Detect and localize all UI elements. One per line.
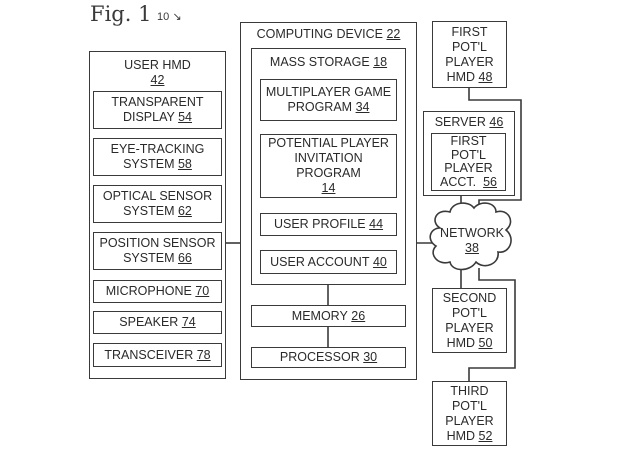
- server-title: SERVER 46: [434, 115, 504, 129]
- speaker-box: SPEAKER 74: [93, 311, 222, 334]
- memory-box: MEMORY 26: [251, 305, 406, 327]
- server-box: SERVER 46: [423, 111, 515, 196]
- mass-storage-box: MASS STORAGE 18: [251, 48, 406, 285]
- computing-device-box: COMPUTING DEVICE 22: [240, 22, 417, 380]
- user-account-box: USER ACCOUNT 40: [260, 250, 397, 274]
- user-hmd-box: USER HMD 42: [89, 51, 226, 379]
- potential-player-invitation-program-box: POTENTIAL PLAYER INVITATION PROGRAM 14: [260, 134, 397, 198]
- figure-ref: 10 ↘: [157, 10, 182, 23]
- user-hmd-ref: 42: [150, 73, 165, 87]
- first-hmd-to-network-line: [468, 87, 522, 210]
- curved-arrow-icon: ↘: [172, 11, 182, 23]
- user-profile-box: USER PROFILE 44: [260, 213, 397, 236]
- mass-storage-title: MASS STORAGE 18: [269, 55, 388, 69]
- user-hmd-title: USER HMD: [124, 58, 191, 72]
- microphone-box: MICROPHONE 70: [93, 280, 222, 303]
- transceiver-box: TRANSCEIVER 78: [93, 343, 222, 367]
- processor-box: PROCESSOR 30: [251, 347, 406, 368]
- computing-device-title: COMPUTING DEVICE 22: [256, 27, 401, 41]
- network-to-third-hmd-line: [468, 268, 516, 381]
- figure-ref-number: 10: [157, 11, 170, 23]
- figure-title: Fig. 1: [90, 2, 152, 26]
- network-cloud-shape: [429, 202, 512, 271]
